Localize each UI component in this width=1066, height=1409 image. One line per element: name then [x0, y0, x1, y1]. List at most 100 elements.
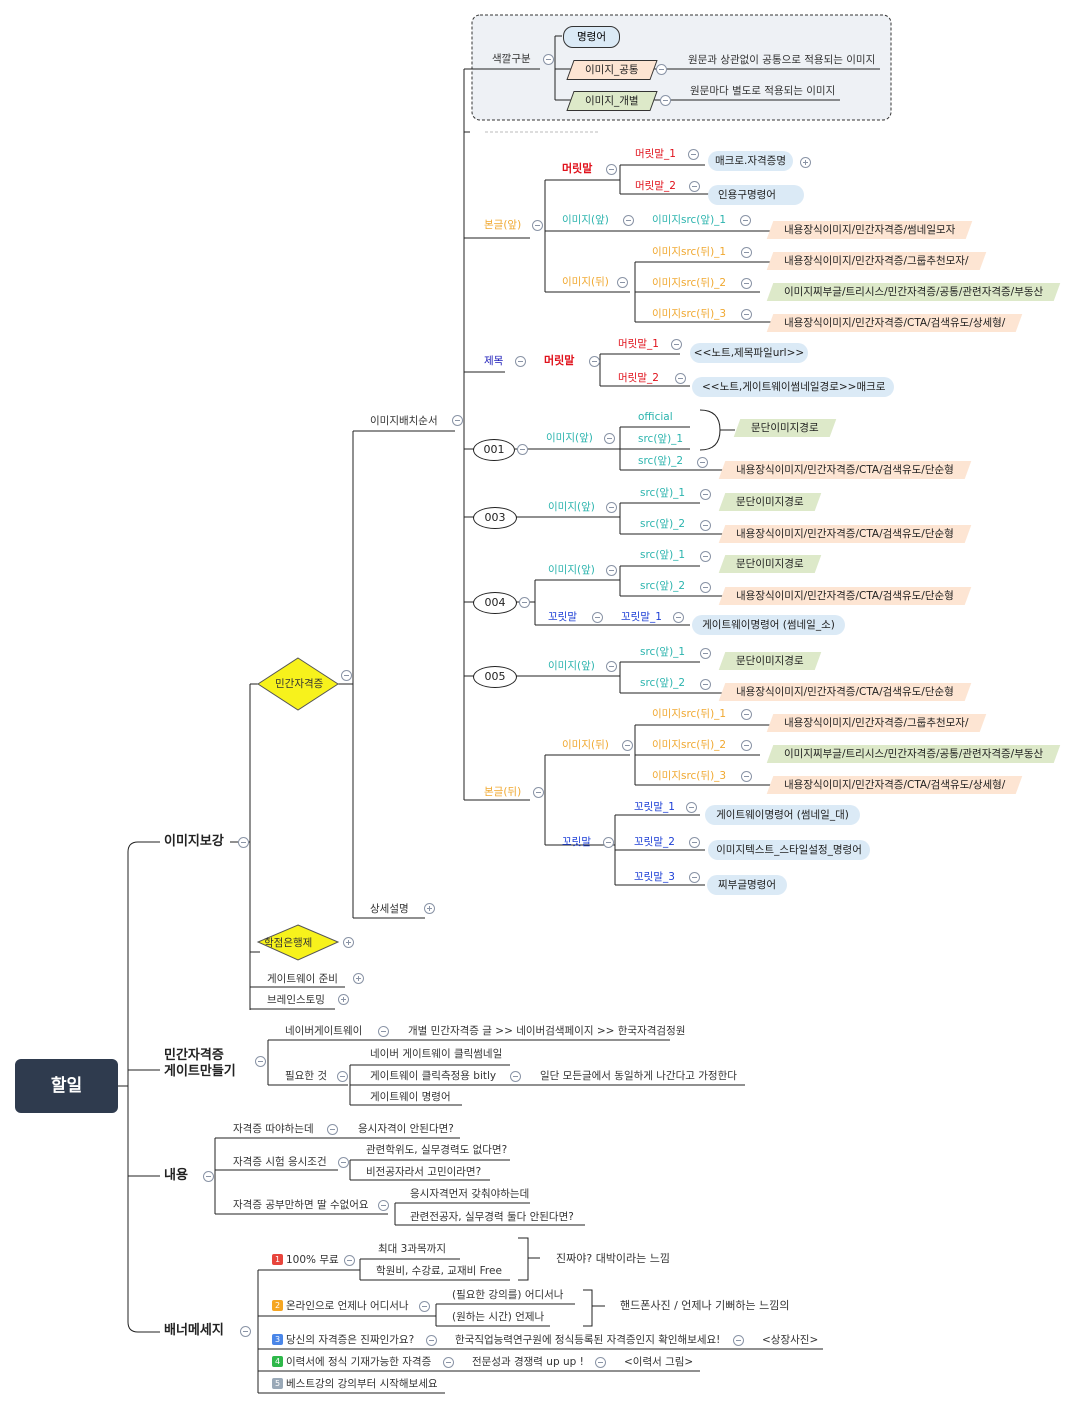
- pill-title-h2[interactable]: <<노트,게이트웨이썸네일경로>>매크로: [692, 377, 894, 397]
- collapse-icon[interactable]: [689, 181, 700, 192]
- collapse-icon[interactable]: [515, 356, 526, 367]
- collapse-icon[interactable]: [675, 373, 686, 384]
- collapse-icon[interactable]: [595, 1357, 606, 1368]
- collapse-icon[interactable]: [589, 356, 600, 367]
- node-brainstorm[interactable]: 브레인스토밍: [267, 994, 325, 1006]
- collapse-icon[interactable]: [606, 565, 617, 576]
- collapse-icon[interactable]: [378, 1026, 389, 1037]
- branch-banner[interactable]: 배너메세지: [164, 1323, 224, 1338]
- expand-icon[interactable]: [800, 157, 811, 168]
- collapse-icon[interactable]: [700, 520, 711, 531]
- node-need1[interactable]: 네이버 게이트웨이 클릭썸네일: [370, 1048, 503, 1060]
- node-005-src2[interactable]: src(앞)_2: [640, 677, 686, 689]
- node-back-img[interactable]: 이미지(뒤): [562, 739, 609, 751]
- collapse-icon[interactable]: [519, 597, 530, 608]
- collapse-icon[interactable]: [603, 837, 614, 848]
- branch-content[interactable]: 내용: [164, 1168, 188, 1183]
- pill-004-tail1[interactable]: 게이트웨이명령어 (썸네일_소): [692, 615, 845, 635]
- node-004[interactable]: 004: [473, 592, 517, 614]
- collapse-icon[interactable]: [700, 551, 711, 562]
- node-civil[interactable]: 민간자격증: [275, 678, 324, 690]
- collapse-icon[interactable]: [240, 1326, 251, 1337]
- collapse-icon[interactable]: [623, 215, 634, 226]
- collapse-icon[interactable]: [689, 837, 700, 848]
- node-need3[interactable]: 게이트웨이 명령어: [370, 1091, 451, 1103]
- node-detail[interactable]: 상세설명: [370, 903, 409, 915]
- collapse-icon[interactable]: [688, 149, 699, 160]
- collapse-icon[interactable]: [741, 709, 752, 720]
- root-node[interactable]: 할일: [15, 1059, 118, 1113]
- collapse-icon[interactable]: [617, 277, 628, 288]
- node-bb-src2[interactable]: 이미지src(뒤)_2: [652, 739, 727, 751]
- collapse-icon[interactable]: [592, 612, 603, 623]
- node-c3[interactable]: 자격증 공부만하면 딸 수없어요: [233, 1199, 369, 1211]
- collapse-icon[interactable]: [426, 1335, 437, 1346]
- collapse-icon[interactable]: [700, 489, 711, 500]
- node-001[interactable]: 001: [473, 439, 515, 461]
- collapse-icon[interactable]: [327, 1124, 338, 1135]
- collapse-icon[interactable]: [337, 1071, 348, 1082]
- node-005-src1[interactable]: src(앞)_1: [640, 646, 686, 658]
- collapse-icon[interactable]: [452, 415, 463, 426]
- collapse-icon[interactable]: [344, 1255, 355, 1266]
- node-003-src1[interactable]: src(앞)_1: [640, 487, 686, 499]
- collapse-icon[interactable]: [686, 802, 697, 813]
- node-bb-src1[interactable]: 이미지src(뒤)_1: [652, 708, 727, 720]
- collapse-icon[interactable]: [741, 278, 752, 289]
- node-004-src1[interactable]: src(앞)_1: [640, 549, 686, 561]
- node-bb-tail1[interactable]: 꼬릿말_1: [634, 801, 675, 813]
- node-need2[interactable]: 게이트웨이 클릭측정용 bitly: [370, 1070, 497, 1082]
- node-003[interactable]: 003: [473, 507, 517, 529]
- node-005-img[interactable]: 이미지(앞): [548, 660, 595, 672]
- collapse-icon[interactable]: [741, 771, 752, 782]
- node-h2[interactable]: 머릿말_2: [635, 180, 676, 192]
- collapse-icon[interactable]: [740, 215, 751, 226]
- node-img-front[interactable]: 이미지(앞): [562, 214, 609, 226]
- expand-icon[interactable]: [343, 937, 354, 948]
- node-bb-tail3[interactable]: 꼬릿말_3: [634, 871, 675, 883]
- node-back-src3[interactable]: 이미지src(뒤)_3: [652, 308, 727, 320]
- pill-bb-tail1[interactable]: 게이트웨이명령어 (썸네일_대): [705, 805, 860, 825]
- pill-bb-tail2[interactable]: 이미지텍스트_스타일설정_명령어: [708, 840, 870, 860]
- node-naver[interactable]: 네이버게이트웨이: [285, 1025, 363, 1037]
- node-title-h1[interactable]: 머릿말_1: [618, 338, 659, 350]
- node-title[interactable]: 제목: [484, 355, 504, 367]
- node-bb-src3[interactable]: 이미지src(뒤)_3: [652, 770, 727, 782]
- collapse-icon[interactable]: [532, 220, 543, 231]
- collapse-icon[interactable]: [741, 247, 752, 258]
- collapse-icon[interactable]: [741, 740, 752, 751]
- collapse-icon[interactable]: [341, 670, 352, 681]
- node-gateway-prep[interactable]: 게이트웨이 준비: [267, 973, 338, 985]
- node-title-h2[interactable]: 머릿말_2: [618, 372, 659, 384]
- collapse-icon[interactable]: [697, 457, 708, 468]
- expand-icon[interactable]: [338, 994, 349, 1005]
- node-001-src2[interactable]: src(앞)_2: [638, 455, 684, 467]
- node-bb-tail[interactable]: 꼬릿말: [562, 836, 591, 848]
- pill-bb-tail3[interactable]: 찌부글명령어: [707, 875, 787, 895]
- collapse-icon[interactable]: [673, 612, 684, 623]
- node-credit[interactable]: 학점은행제: [264, 937, 313, 949]
- collapse-icon[interactable]: [656, 64, 667, 75]
- collapse-icon[interactable]: [660, 95, 671, 106]
- collapse-icon[interactable]: [378, 1200, 389, 1211]
- collapse-icon[interactable]: [700, 648, 711, 659]
- node-004-img[interactable]: 이미지(앞): [548, 564, 595, 576]
- collapse-icon[interactable]: [203, 1171, 214, 1182]
- node-headword[interactable]: 머릿말: [562, 162, 593, 175]
- node-back-src2[interactable]: 이미지src(뒤)_2: [652, 277, 727, 289]
- node-c2[interactable]: 자격증 시험 응시조건: [233, 1156, 327, 1168]
- node-needed[interactable]: 필요한 것: [285, 1070, 327, 1082]
- node-001-img[interactable]: 이미지(앞): [546, 432, 593, 444]
- node-title-headword[interactable]: 머릿말: [544, 354, 575, 367]
- node-004-src2[interactable]: src(앞)_2: [640, 580, 686, 592]
- node-body-front[interactable]: 본글(앞): [484, 219, 522, 231]
- node-c1[interactable]: 자격증 따야하는데: [233, 1123, 314, 1135]
- node-003-src2[interactable]: src(앞)_2: [640, 518, 686, 530]
- collapse-icon[interactable]: [604, 433, 615, 444]
- collapse-icon[interactable]: [622, 740, 633, 751]
